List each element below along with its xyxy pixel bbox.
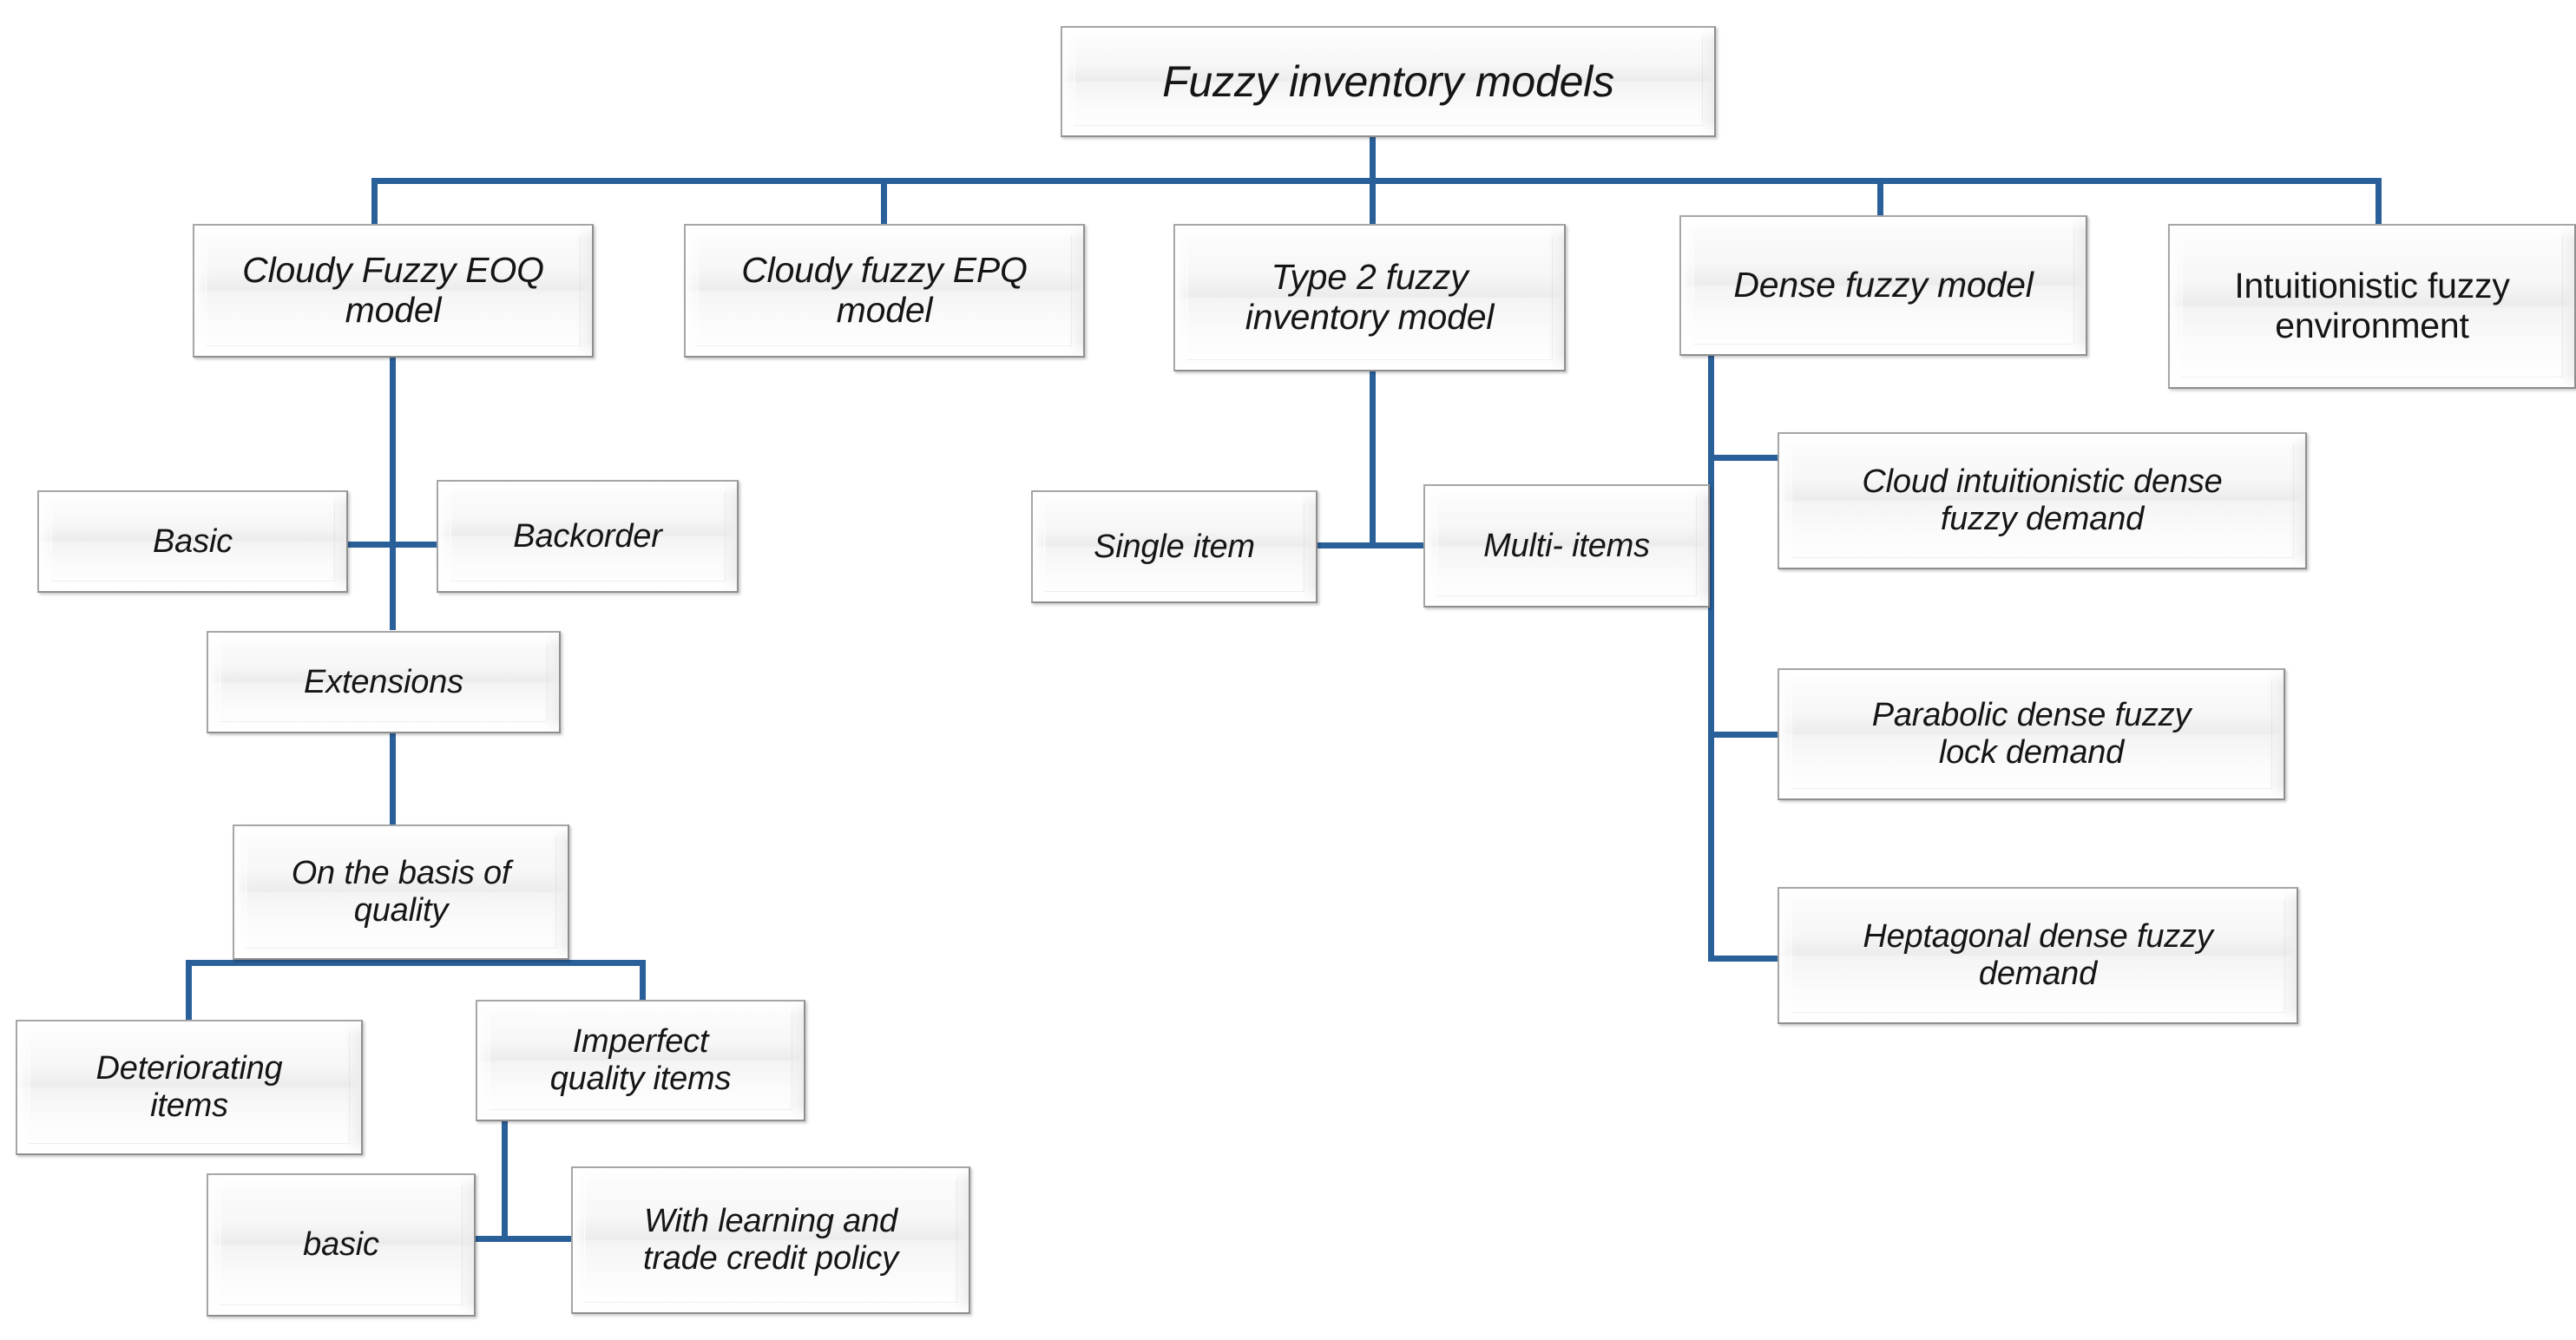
node-cloudy-fuzzy-eoq-model-label: Cloudy Fuzzy EOQ model — [242, 250, 544, 330]
node-intuitionistic-fuzzy-environment-label: Intuitionistic fuzzy environment — [2234, 266, 2510, 345]
node-cloudy-fuzzy-epq-model-label: Cloudy fuzzy EPQ model — [741, 250, 1028, 330]
connector-eoq-trunk — [390, 358, 396, 630]
connector-root-stem — [1370, 137, 1376, 184]
connector-drop-intuitionistic — [2376, 178, 2382, 225]
node-single-item[interactable]: Single item — [1031, 490, 1318, 603]
connector-dense-to-cloud — [1708, 455, 1786, 461]
node-imperfect-quality-items[interactable]: Imperfect quality items — [476, 1000, 805, 1121]
node-extensions-label: Extensions — [304, 663, 463, 700]
node-cloud-intuitionistic-dense-fuzzy-demand-label: Cloud intuitionistic dense fuzzy demand — [1862, 463, 2223, 537]
node-extensions[interactable]: Extensions — [207, 631, 561, 733]
connector-drop-cloudy-epq — [881, 178, 887, 225]
node-parabolic-dense-fuzzy-lock-demand-label: Parabolic dense fuzzy lock demand — [1871, 697, 2192, 771]
node-on-the-basis-of-quality[interactable]: On the basis of quality — [233, 824, 569, 960]
node-type-2-fuzzy-inventory-model[interactable]: Type 2 fuzzy inventory model — [1173, 224, 1566, 371]
node-cloudy-fuzzy-epq-model[interactable]: Cloudy fuzzy EPQ model — [684, 224, 1085, 358]
node-deteriorating-items[interactable]: Deteriorating items — [16, 1020, 363, 1155]
node-basic-label: Basic — [153, 522, 233, 560]
node-multi-items[interactable]: Multi- items — [1423, 484, 1710, 608]
node-backorder[interactable]: Backorder — [437, 480, 739, 593]
connector-drop-deteriorating — [186, 960, 192, 1022]
connector-type2-trunk — [1370, 371, 1376, 545]
connector-drop-type2 — [1370, 178, 1376, 225]
node-type-2-fuzzy-inventory-model-label: Type 2 fuzzy inventory model — [1245, 257, 1495, 337]
connector-extensions-to-quality — [390, 733, 396, 824]
node-backorder-label: Backorder — [513, 517, 662, 555]
node-basic-lower-label: basic — [303, 1226, 379, 1264]
connector-drop-dense — [1877, 178, 1883, 216]
connector-single-multi — [1316, 542, 1429, 548]
node-with-learning-and-trade-credit-policy[interactable]: With learning and trade credit policy — [571, 1166, 970, 1314]
node-cloud-intuitionistic-dense-fuzzy-demand[interactable]: Cloud intuitionistic dense fuzzy demand — [1778, 432, 2307, 569]
node-dense-fuzzy-model[interactable]: Dense fuzzy model — [1679, 215, 2087, 356]
node-deteriorating-items-label: Deteriorating items — [95, 1050, 283, 1124]
node-single-item-label: Single item — [1094, 528, 1255, 565]
node-heptagonal-dense-fuzzy-demand-label: Heptagonal dense fuzzy demand — [1863, 918, 2213, 992]
node-cloudy-fuzzy-eoq-model[interactable]: Cloudy Fuzzy EOQ model — [193, 224, 594, 358]
connector-basic-backorder — [345, 542, 441, 548]
connector-drop-imperfect — [640, 960, 646, 1022]
connector-basic-learning — [458, 1236, 571, 1242]
connector-level1-bus — [371, 178, 2382, 184]
node-heptagonal-dense-fuzzy-demand[interactable]: Heptagonal dense fuzzy demand — [1778, 887, 2298, 1024]
connector-drop-cloudy-eoq — [371, 178, 378, 225]
node-intuitionistic-fuzzy-environment[interactable]: Intuitionistic fuzzy environment — [2168, 224, 2576, 389]
node-on-the-basis-of-quality-label: On the basis of quality — [291, 855, 511, 929]
connector-dense-to-parabolic — [1708, 732, 1786, 738]
connector-dense-trunk — [1708, 356, 1714, 962]
node-dense-fuzzy-model-label: Dense fuzzy model — [1733, 265, 2034, 305]
node-basic[interactable]: Basic — [37, 490, 348, 593]
node-root[interactable]: Fuzzy inventory models — [1061, 26, 1716, 137]
node-multi-items-label: Multi- items — [1483, 527, 1650, 564]
connector-quality-bus — [186, 960, 646, 966]
node-imperfect-quality-items-label: Imperfect quality items — [549, 1023, 732, 1097]
node-parabolic-dense-fuzzy-lock-demand[interactable]: Parabolic dense fuzzy lock demand — [1778, 668, 2285, 800]
connector-dense-to-heptagonal — [1708, 956, 1786, 962]
node-with-learning-and-trade-credit-policy-label: With learning and trade credit policy — [642, 1203, 898, 1277]
connector-imperfect-trunk — [502, 1120, 508, 1238]
node-basic-lower[interactable]: basic — [207, 1173, 476, 1317]
node-root-label: Fuzzy inventory models — [1162, 57, 1614, 106]
